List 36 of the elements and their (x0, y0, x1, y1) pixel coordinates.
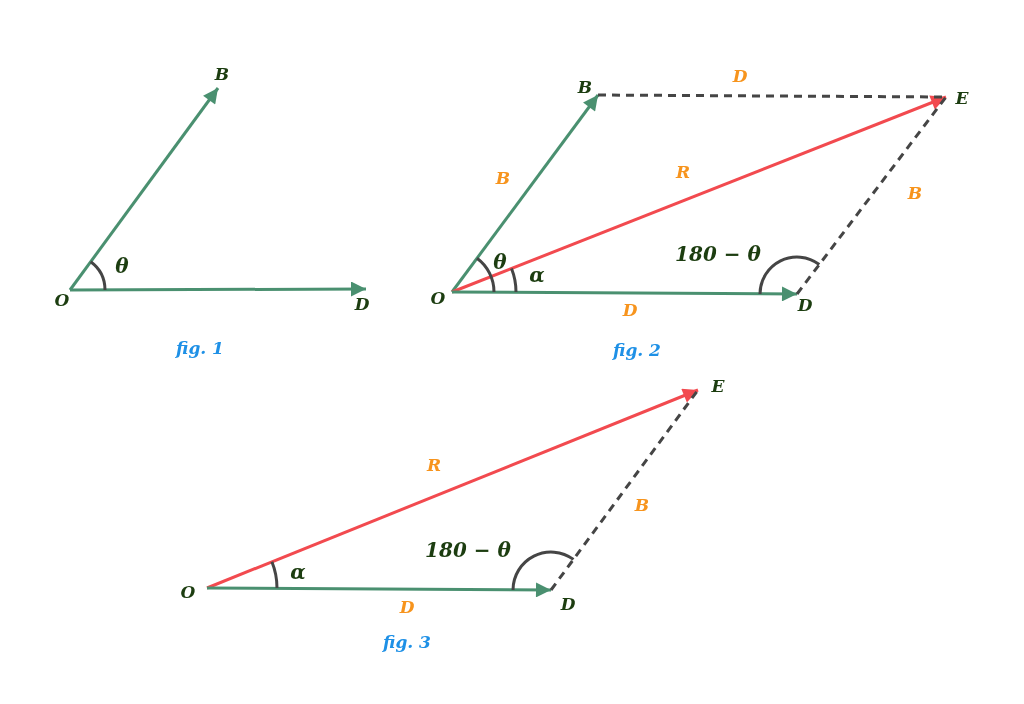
vector-arrow (68, 87, 220, 291)
figure-caption: fig. 2 (613, 341, 661, 359)
dashed-line (795, 96, 948, 295)
vector-arrow (206, 388, 699, 590)
vector-arrow (70, 281, 366, 297)
edge-label: D (622, 301, 638, 319)
angle-label: α (529, 265, 545, 285)
point-label: E (709, 376, 727, 396)
edge-label: B (634, 496, 650, 514)
vector-arrow (207, 582, 551, 598)
angle-label: 180 − θ (425, 540, 511, 560)
vector-arrow (450, 94, 600, 293)
edge-label: R (675, 163, 691, 181)
edge-label: D (399, 598, 415, 616)
point-label: B (575, 77, 595, 97)
point-label: B (212, 64, 232, 84)
figure-caption: fig. 1 (176, 339, 224, 357)
angle-label: 180 − θ (675, 244, 761, 264)
angle-label: θ (493, 252, 507, 272)
edge-label: R (426, 456, 442, 474)
vector-arrow (451, 95, 947, 294)
angle-label: θ (115, 256, 129, 276)
edge-label: B (907, 184, 923, 202)
vector-arrow (452, 286, 797, 302)
point-label: D (795, 295, 815, 315)
angle-label: α (290, 562, 306, 582)
point-label: D (558, 594, 578, 614)
point-label: O (178, 582, 198, 602)
point-label: O (52, 290, 72, 310)
point-label: D (352, 294, 372, 314)
point-label: O (428, 288, 448, 308)
dashed-line (549, 389, 700, 591)
point-label: E (953, 88, 971, 108)
edge-label: D (732, 67, 748, 85)
edge-label: B (495, 169, 511, 187)
figure-caption: fig. 3 (383, 633, 431, 651)
